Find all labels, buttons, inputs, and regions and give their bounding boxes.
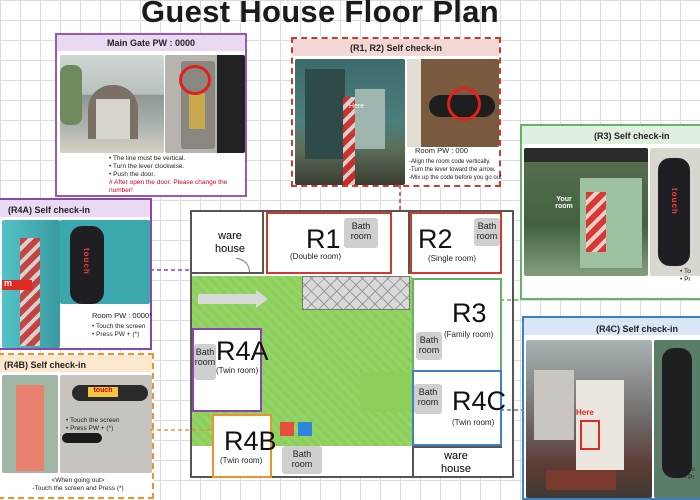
walkway bbox=[302, 276, 410, 310]
r4b-photo bbox=[2, 375, 58, 473]
door-lock-photo bbox=[407, 59, 499, 147]
r3-touch-label: touch bbox=[670, 188, 679, 215]
room-r1-name: R1 bbox=[306, 224, 341, 254]
r4c-photo: Here bbox=[526, 340, 652, 498]
room-r1-type: (Double room) bbox=[290, 252, 342, 261]
room-r1-bath: Bath room bbox=[344, 218, 378, 248]
gate-photo bbox=[60, 55, 164, 153]
r4b-touch-label: touch bbox=[88, 387, 118, 397]
room-r3[interactable]: R3 (Family room) Bath room bbox=[412, 278, 502, 372]
main-gate-heading: Main Gate PW : 0000 bbox=[106, 38, 196, 48]
gate-lock-photo bbox=[165, 55, 245, 153]
room-r4c-name: R4C bbox=[452, 386, 507, 416]
warehouse-top: ware house bbox=[192, 212, 264, 274]
r1r2-heading: (R1, R2) Self check-in bbox=[349, 43, 443, 53]
room-r4c-type: (Twin room) bbox=[452, 418, 495, 427]
r4b-going-out: <When going out> -Touch the screen and P… bbox=[32, 477, 124, 492]
room-r4b[interactable]: R4B (Twin room) bbox=[212, 414, 277, 478]
r4a-touch-label: touch bbox=[82, 248, 91, 275]
room-r4c-bath: Bath room bbox=[414, 384, 442, 414]
restroom-signs bbox=[280, 422, 314, 436]
r4a-panel: (R4A) Self check-in m touch Room PW : 00… bbox=[0, 198, 152, 350]
room-r3-bath: Bath room bbox=[416, 332, 442, 360]
here-label: Here bbox=[349, 103, 365, 110]
room-r1[interactable]: R1 (Double room) Bath room bbox=[266, 212, 392, 274]
r4a-keypad-photo: touch bbox=[60, 220, 150, 304]
r1r2-panel: (R1, R2) Self check-in Here Room PW : 00… bbox=[291, 37, 502, 187]
room-r4a-name: R4A bbox=[216, 336, 269, 366]
r4a-photo: m bbox=[2, 220, 60, 348]
room-r4a-type: (Twin room) bbox=[216, 366, 259, 375]
room-r4c[interactable]: R4C (Twin room) Bath room bbox=[412, 370, 506, 446]
room-r2-name: R2 bbox=[418, 224, 453, 254]
r3-notes: • To • Pr bbox=[680, 268, 691, 283]
r4a-heading: (R4A) Self check-in bbox=[8, 205, 91, 215]
r3-keypad-photo: touch bbox=[650, 148, 700, 276]
r4c-here-label: Here bbox=[576, 408, 594, 417]
r4a-partial-label: m bbox=[4, 278, 13, 288]
room-r3-type: (Family room) bbox=[444, 330, 494, 339]
r4c-heading: (R4C) Self check-in bbox=[596, 324, 679, 334]
r4b-panel: (R4B) Self check-in touch • Touch the sc… bbox=[0, 353, 154, 499]
corridor-photo: Here bbox=[295, 59, 405, 185]
your-room-label: Your room bbox=[555, 196, 573, 210]
room-r4a[interactable]: R4A (Twin room) Bath room bbox=[192, 328, 269, 412]
main-gate-panel: Main Gate PW : 0000 • The line must be v… bbox=[55, 33, 247, 197]
room-r2[interactable]: R2 (Single room) Bath room bbox=[410, 212, 502, 274]
room-r4b-name: R4B bbox=[224, 426, 277, 456]
room-r2-type: (Single room) bbox=[428, 254, 477, 263]
r3-heading: (R3) Self check-in bbox=[594, 131, 670, 141]
r4b-notes: • Touch the screen • Press PW + (*) bbox=[66, 417, 120, 432]
floor-plan: ware house R1 (Double room) Bath room R2… bbox=[190, 210, 514, 478]
warehouse-bottom: ware house bbox=[412, 446, 502, 478]
r4b-lock-photo: touch bbox=[60, 375, 152, 473]
room-r4a-bath: Bath room bbox=[194, 344, 216, 380]
room-r4b-bath: Bath room bbox=[282, 446, 322, 474]
r1r2-notes: Room PW : 000 -Align the room code verti… bbox=[409, 146, 502, 182]
r3-panel: (R3) Self check-in Your room touch • To … bbox=[520, 124, 700, 300]
entrance-arrow bbox=[198, 294, 258, 304]
r4c-keypad-photo bbox=[654, 340, 700, 498]
room-r3-name: R3 bbox=[452, 298, 487, 328]
r4c-notes: • To • Pr bbox=[684, 466, 695, 481]
r4b-heading: (R4B) Self check-in bbox=[4, 360, 87, 370]
r4c-panel: (R4C) Self check-in Here • To • Pr bbox=[522, 316, 700, 500]
page-title: Guest House Floor Plan bbox=[141, 0, 499, 29]
r3-door-photo: Your room bbox=[524, 148, 648, 276]
main-gate-notes: • The line must be vertical. • Turn the … bbox=[109, 155, 228, 194]
room-r2-bath: Bath room bbox=[474, 218, 500, 246]
room-r4b-type: (Twin room) bbox=[220, 456, 263, 465]
corridor bbox=[392, 212, 410, 274]
r4a-notes: Room PW : 0000* • Touch the screen • Pre… bbox=[92, 311, 153, 339]
